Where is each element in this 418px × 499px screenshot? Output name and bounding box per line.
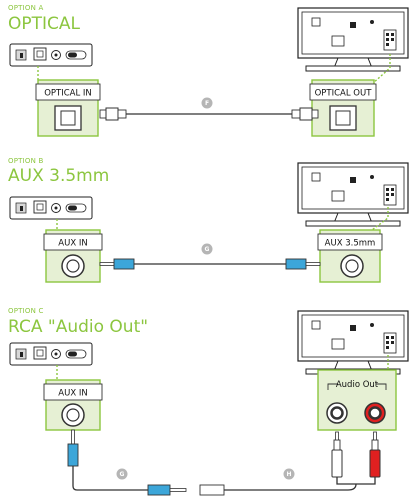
tv-back-panel-c xyxy=(297,310,409,375)
svg-text:F: F xyxy=(205,100,209,107)
adapter-device-a xyxy=(9,43,93,67)
aux-cable-c xyxy=(67,429,187,496)
aux-in-panel-b: AUX IN xyxy=(43,229,103,283)
svg-text:H: H xyxy=(286,471,291,478)
option-c-title: RCA "Audio Out" xyxy=(8,317,148,337)
option-a-label: OPTION A xyxy=(8,4,43,12)
aux-cable-b xyxy=(99,258,321,270)
cable-badge-h: H xyxy=(283,468,295,480)
cable-badge-f: F xyxy=(201,97,213,109)
optical-out-panel: OPTICAL OUT xyxy=(309,79,377,137)
svg-text:G: G xyxy=(205,246,210,253)
option-a-title: OPTICAL xyxy=(8,14,81,34)
option-c-label: OPTION C xyxy=(8,307,44,315)
aux-in-label-c: AUX IN xyxy=(58,389,87,399)
aux-in-panel-c: AUX IN xyxy=(43,379,103,431)
tv-back-panel-b xyxy=(297,162,409,227)
aux-in-label-b: AUX IN xyxy=(58,239,87,249)
option-b-title: AUX 3.5mm xyxy=(8,166,109,186)
aux-out-label-b: AUX 3.5mm xyxy=(325,239,376,249)
cable-badge-g-b: G xyxy=(201,243,213,255)
audio-out-label: Audio Out xyxy=(336,380,379,390)
aux-out-panel-b: AUX 3.5mm xyxy=(317,229,383,283)
adapter-device-b xyxy=(9,196,93,220)
rca-splitter-cable xyxy=(199,431,381,496)
adapter-device-c xyxy=(9,342,93,366)
cable-badge-g-c: G xyxy=(116,468,128,480)
optical-out-label: OPTICAL OUT xyxy=(315,89,373,99)
tv-back-panel-a xyxy=(297,7,409,72)
optical-cable xyxy=(99,107,319,121)
optical-in-label: OPTICAL IN xyxy=(44,89,92,99)
svg-text:G: G xyxy=(120,471,125,478)
audio-out-panel: Audio Out xyxy=(317,369,397,431)
optical-in-panel: OPTICAL IN xyxy=(35,79,101,137)
option-b-label: OPTION B xyxy=(8,157,43,165)
